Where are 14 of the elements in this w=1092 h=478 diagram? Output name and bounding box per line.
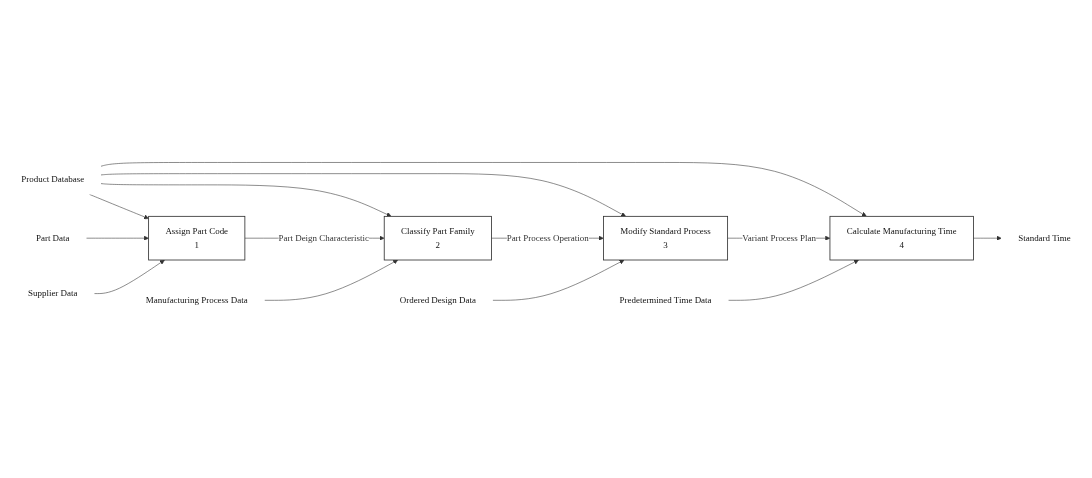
node-box: Assign Part Code 1 [148,215,246,261]
node-box: Calculate Manufacturing Time 4 [829,215,974,261]
node-text: Product Database [21,174,85,184]
node-text: Standard Time [1018,233,1071,243]
node-text: Part Data [35,233,70,243]
node-box: Classify Part Family 2 [383,215,492,261]
node-text: Supplier Data [27,288,78,299]
edge-label: Variant Process Plan [742,233,816,243]
node-text: Predetermined Time Data [619,295,712,305]
edge-label: Part Process Operation [506,233,589,243]
edge-label: Part Deign Characteristic [278,233,370,243]
node-box: Modify Standard Process 3 [603,215,728,261]
node-text: Ordered Design Data [399,295,476,305]
node-text: Manufacturing Process Data [145,295,248,305]
